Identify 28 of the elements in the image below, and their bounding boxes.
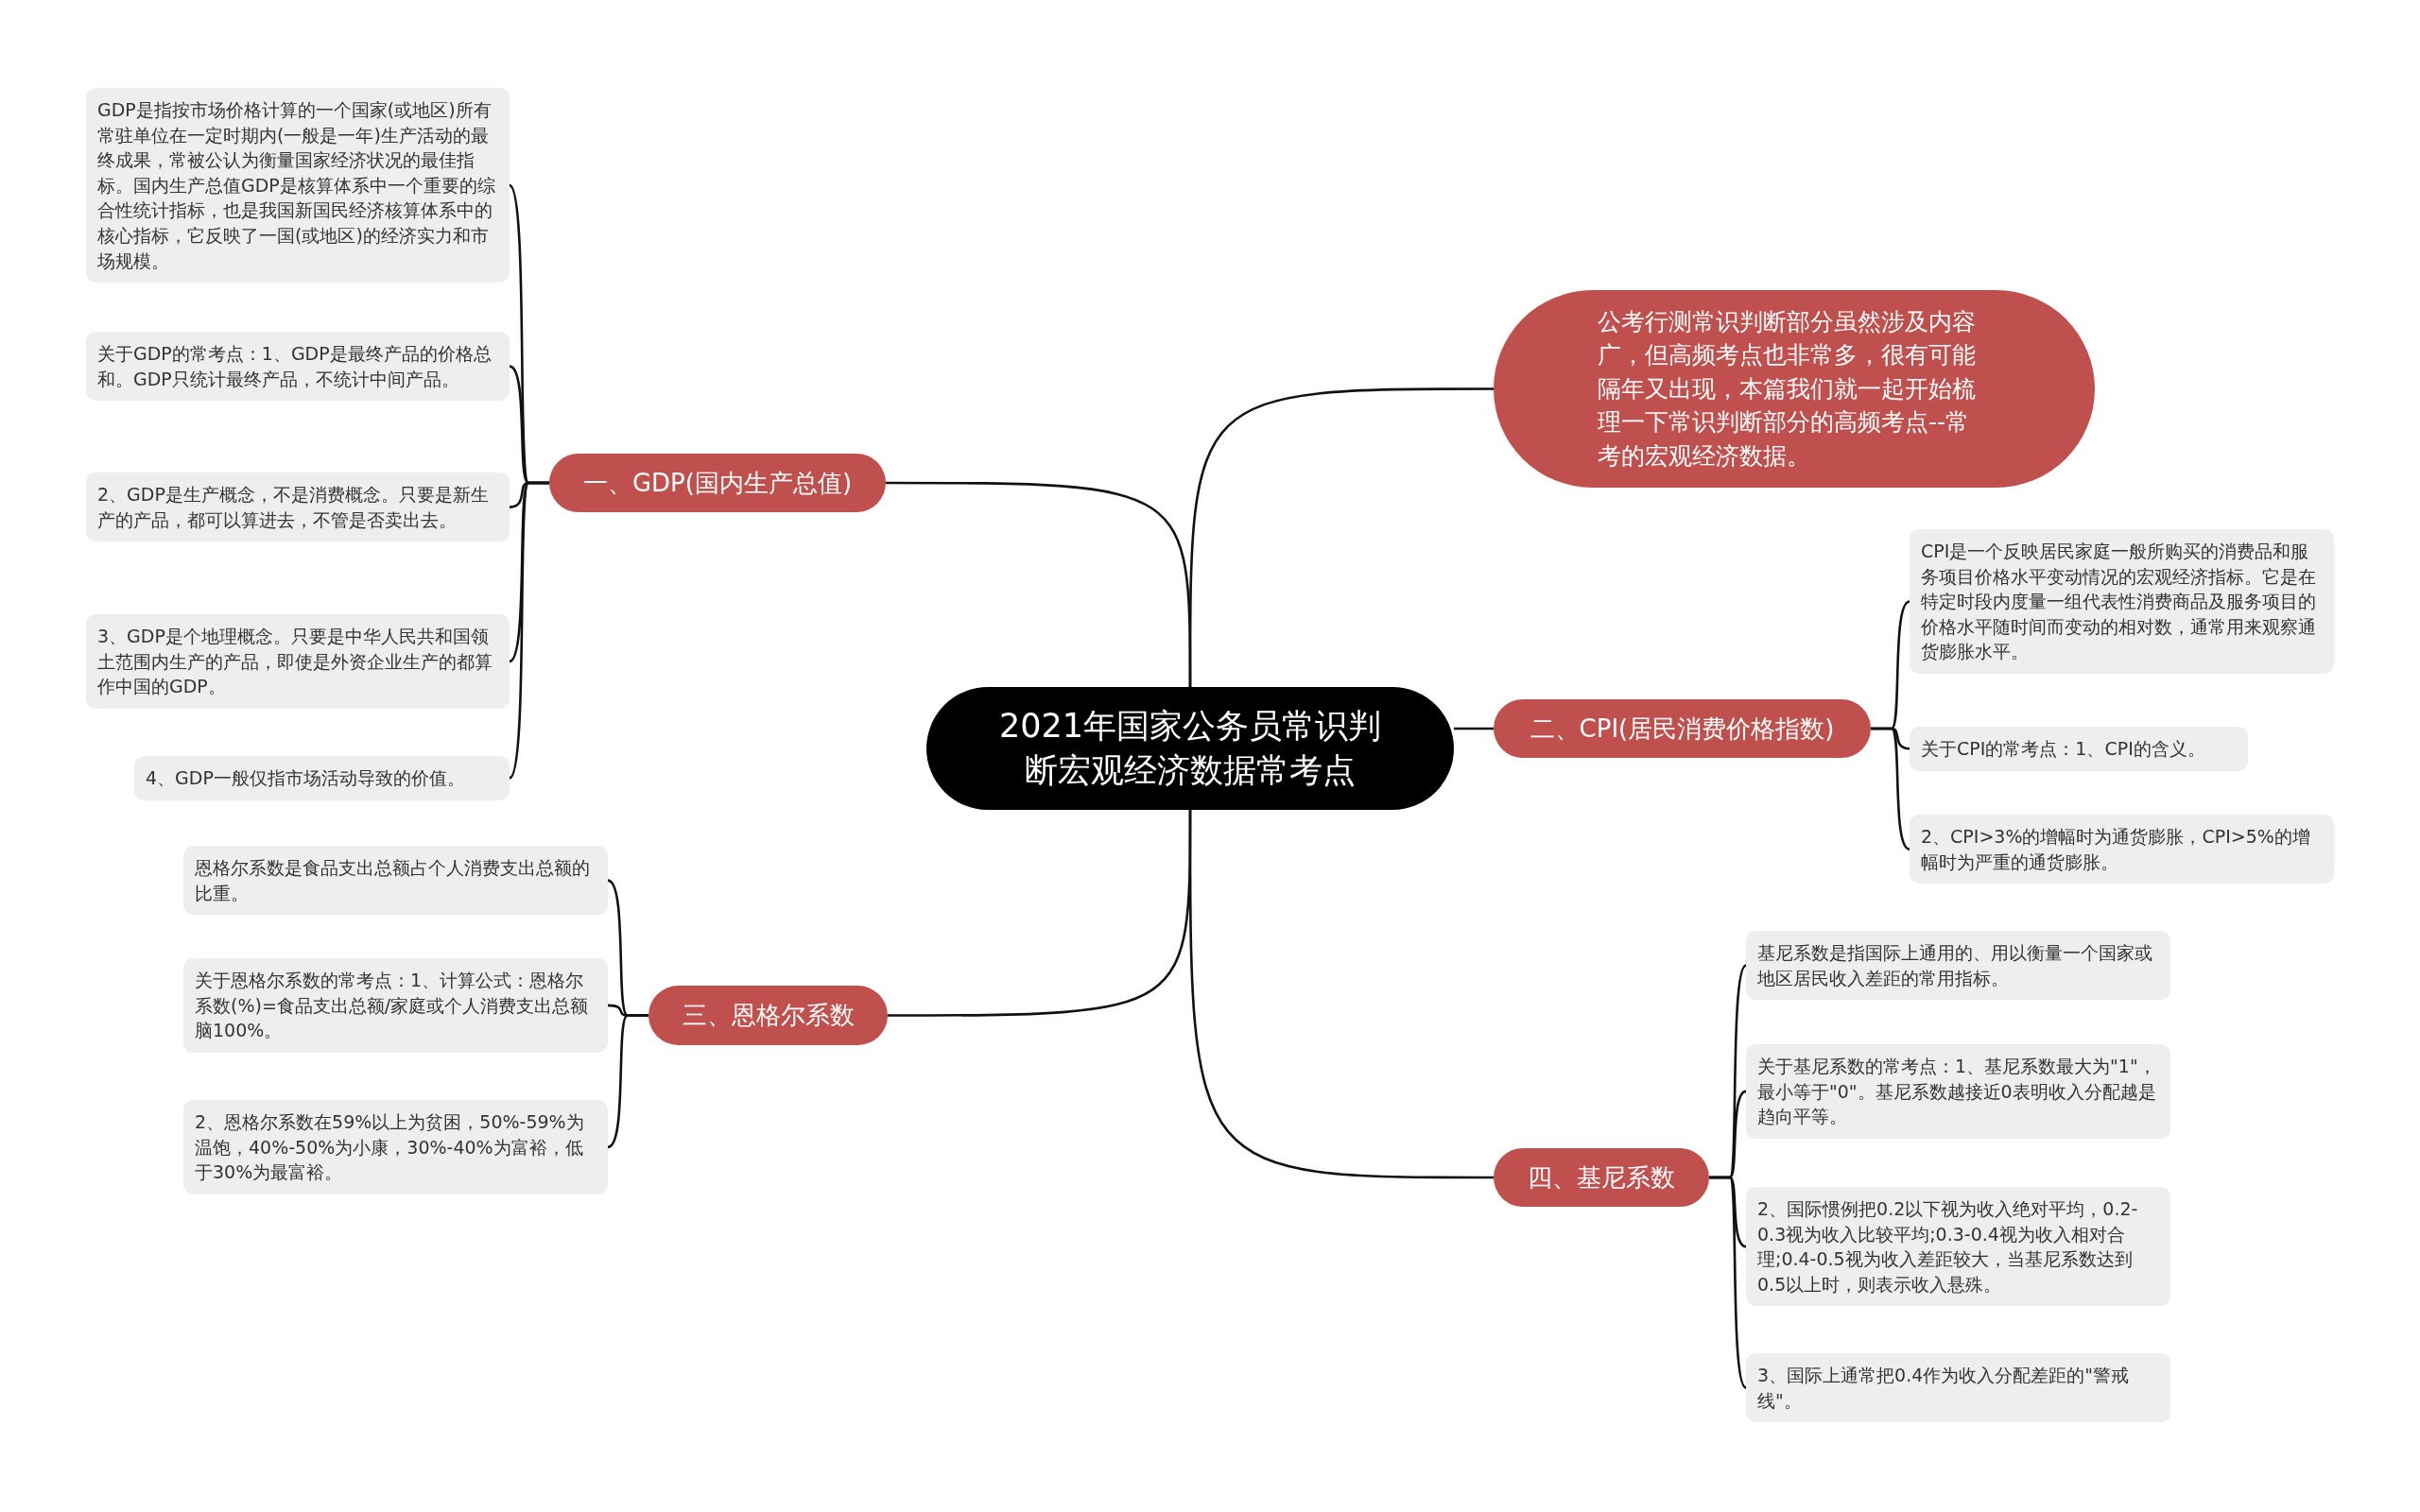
connector-line [1454, 727, 1494, 730]
branch-topic: 二、CPI(居民消费价格指数) [1494, 699, 1871, 758]
note-card: 2、CPI>3%的增幅时为通货膨胀，CPI>5%的增幅时为严重的通货膨胀。 [1910, 815, 2334, 885]
note-card: 4、GDP一般仅指市场活动导致的价值。 [134, 756, 510, 800]
connector-line [508, 481, 549, 780]
note-card: 关于GDP的常考点：1、GDP是最终产品的价格总和。GDP只统计最终产品，不统计中间产品。 [86, 332, 510, 402]
note-card: 3、GDP是个地理概念。只要是中华人民共和国领土范围内生产的产品，即使是外资企业生产的都算作中国的GDP。 [86, 614, 510, 709]
connector-line [1709, 1176, 1747, 1389]
note-card: 关于基尼系数的常考点：1、基尼系数最大为"1"，最小等于"0"。基尼系数越接近0表明收入分配越是趋向平等。 [1746, 1044, 2170, 1139]
note-card: 关于恩格尔系数的常考点：1、计算公式：恩格尔系数(%)=食品支出总额/家庭或个人消费支出总额脑100%。 [183, 958, 608, 1053]
note-card: 恩格尔系数是食品支出总额占个人消费支出总额的比重。 [183, 846, 608, 916]
branch-topic: 四、基尼系数 [1494, 1148, 1709, 1207]
connector-line [607, 1014, 648, 1148]
note-card: CPI是一个反映居民家庭一般所购买的消费品和服务项目价格水平变动情况的宏观经济指标。它是在特定时段内度量一组代表性消费商品及服务项目的价格水平随时间而变动的相对数，通常用来观察通货膨胀水平。 [1910, 529, 2334, 674]
intro-bubble: 公考行测常识判断部分虽然涉及内容广，但高频考点也非常多，很有可能隔年又出现，本篇我们就一起开始梳理一下常识判断部分的高频考点--常考的宏观经济数据。 [1494, 290, 2095, 488]
note-card: 2、国际惯例把0.2以下视为收入绝对平均，0.2-0.3视为收入比较平均;0.3-0.4视为收入相对合理;0.4-0.5视为收入差距较大，当基尼系数达到0.5以上时，则表示收入悬殊。 [1746, 1187, 2170, 1307]
branch-topic: 一、GDP(国内生产总值) [549, 454, 886, 512]
connector-line [886, 481, 1192, 687]
note-card: 关于CPI的常考点：1、CPI的含义。 [1910, 727, 2248, 771]
connector-line [1188, 810, 1494, 1179]
note-card: GDP是指按市场价格计算的一个国家(或地区)所有常驻单位在一定时期内(一般是一年)生产活动的最终成果，常被公认为衡量国家经济状况的最佳指标。国内生产总值GDP是核算体系中一个重要的综合性统计指标，也是我国新国民经济核算体系中的核心指标，它反映了一国(或地区)的经济实力和市场规模。 [86, 88, 510, 284]
connector-line [1871, 727, 1910, 850]
branch-topic: 三、恩格尔系数 [648, 986, 888, 1045]
note-card: 3、国际上通常把0.4作为收入分配差距的"警戒线"。 [1746, 1353, 2170, 1423]
central-topic: 2021年国家公务员常识判断宏观经济数据常考点 [926, 687, 1454, 810]
note-card: 2、GDP是生产概念，不是消费概念。只要是新生产的产品，都可以算进去，不管是否卖出去。 [86, 472, 510, 542]
note-card: 基尼系数是指国际上通用的、用以衡量一个国家或地区居民收入差距的常用指标。 [1746, 931, 2170, 1001]
note-card: 2、恩格尔系数在59%以上为贫困，50%-59%为温饱，40%-50%为小康，30%-40%为富裕，低于30%为最富裕。 [183, 1100, 608, 1194]
